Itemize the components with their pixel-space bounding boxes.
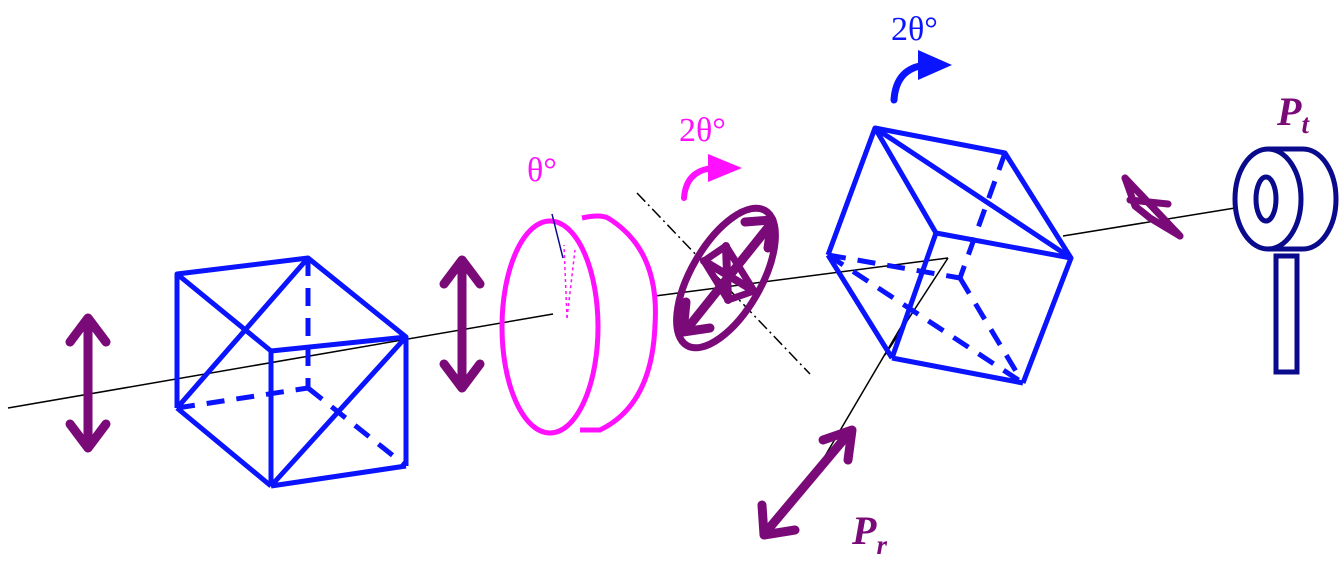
waveplate-rotation-arrow [681, 154, 742, 201]
analyzer-cube [825, 125, 1074, 386]
waveplate [499, 213, 658, 436]
polarizer-cube [174, 255, 409, 489]
transmitted-detector [1232, 146, 1339, 375]
analyzer-rotation-arrow [890, 50, 952, 104]
rotated-axis [636, 192, 811, 375]
rotation-label-analyzer: 2θ° [891, 11, 938, 48]
rotation-label-waveplate: 2θ° [679, 112, 726, 149]
reflected-power-label: Pr [851, 508, 887, 560]
linear-polarization-arrow [439, 255, 485, 393]
transmitted-power-label: Pt [1276, 89, 1310, 139]
input-polarization-arrow [65, 313, 111, 453]
theta-label: θ° [527, 152, 557, 189]
reflected-polarization-arrow [757, 425, 857, 540]
polarization-ellipse [673, 204, 779, 352]
transmitted-polarization-arrow [1121, 174, 1184, 240]
theta-angle-indicator [551, 213, 576, 319]
